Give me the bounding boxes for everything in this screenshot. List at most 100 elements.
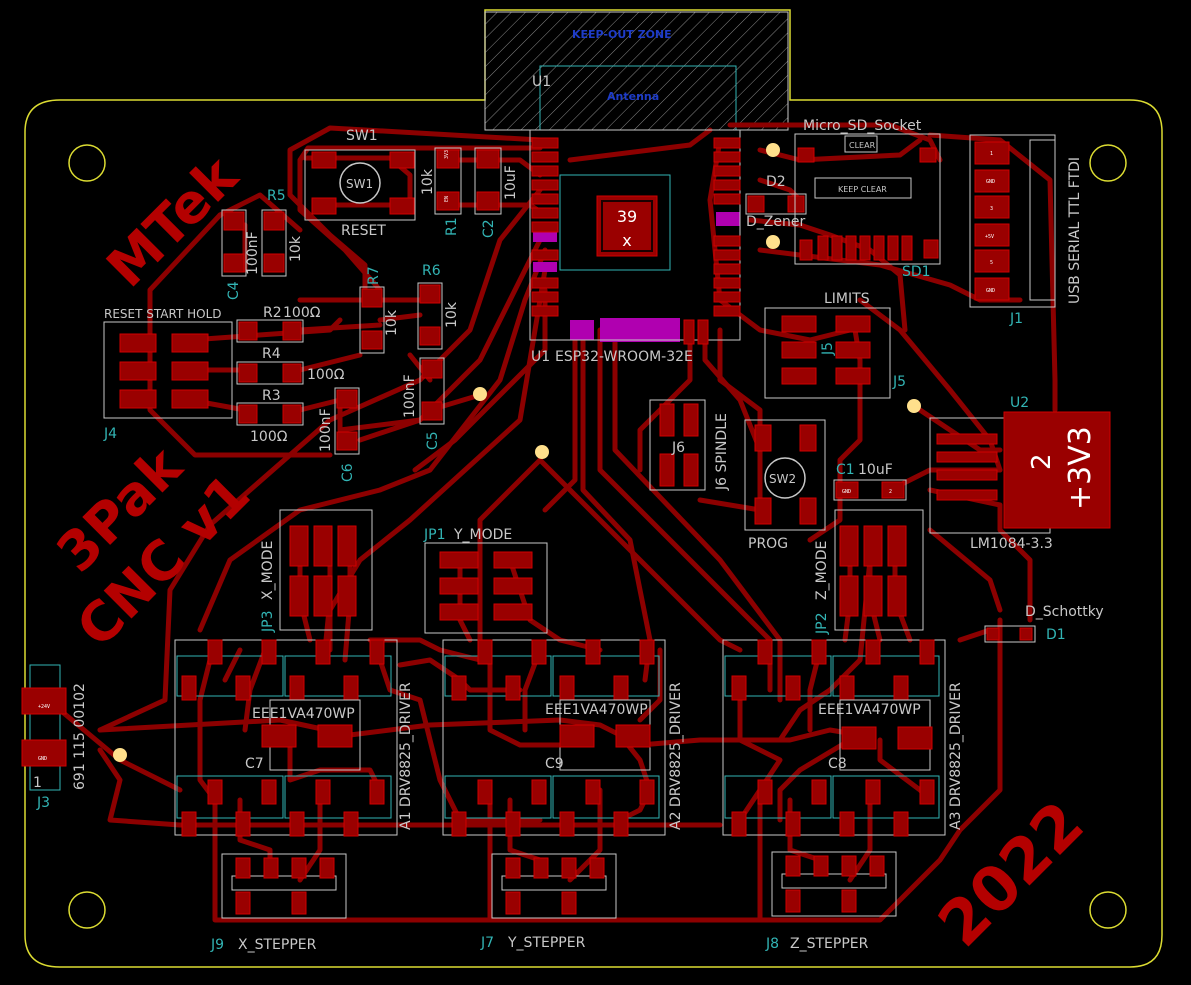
jp2-value: Z_MODE <box>814 541 830 600</box>
c1-pin-2: 2 <box>889 489 892 495</box>
c8-ref: C8 <box>828 756 847 772</box>
j1-pin-3: 3 <box>990 206 993 212</box>
j5-limits-connector: LIMITS J5 J5 <box>764 291 906 399</box>
r6-value: 10k <box>444 301 460 328</box>
c6-c5-group: 100nF C6 100nF C5 <box>318 357 445 482</box>
j7-ref: J7 <box>480 935 494 951</box>
j5-inner: J5 <box>820 342 836 356</box>
sd-clear: CLEAR <box>849 141 876 150</box>
d2-ref: D2 <box>766 174 786 190</box>
jp3-value: X_MODE <box>260 541 276 600</box>
a2-label: A2 DRV8825_DRIVER <box>668 682 684 830</box>
r4-value: 100Ω <box>307 367 345 383</box>
driver-a1-x: EEE1VA470WP C7 A1 DRV8825_DRIVER <box>174 639 414 837</box>
c1-capacitor: GND 2 C1 10uF <box>833 462 907 501</box>
sd-keep-clear: KEEP CLEAR <box>838 185 887 194</box>
c2-value: 10uF <box>503 165 519 200</box>
sd1-ref: SD1 <box>902 264 931 280</box>
driver-a2-y: EEE1VA470WP C9 A2 DRV8825_DRIVER <box>442 639 684 837</box>
prog-label: PROG <box>748 536 788 552</box>
r4-ref: R4 <box>262 346 281 362</box>
j1-value: USB SERIAL TTL FTDI <box>1067 157 1083 304</box>
j3-power-connector: +24V GND 1 691 115 00102 J3 <box>21 664 88 811</box>
jp3-ref: JP3 <box>260 611 276 633</box>
jp1-y-mode-jumper: JP1 Y_MODE <box>423 527 548 634</box>
j4-ref: J4 <box>103 426 117 442</box>
j6-value: J6 SPINDLE <box>714 413 730 491</box>
j1-ref: J1 <box>1009 311 1023 327</box>
j3-one: 1 <box>33 775 42 791</box>
j8-ref: J8 <box>765 936 779 952</box>
antenna-label: Antenna <box>607 90 659 103</box>
mounting-hole-bl <box>68 891 106 929</box>
r7-r6-group: 10k R7 10k R6 <box>359 263 460 354</box>
c5-value: 100nF <box>402 374 418 418</box>
j1-pin-5: 5 <box>990 260 993 266</box>
r1-pin-1: 3V3 <box>444 150 450 159</box>
u2-value: LM1084-3.3 <box>970 536 1053 552</box>
c4-ref: C4 <box>226 281 242 300</box>
j3-value: 691 115 00102 <box>72 683 88 790</box>
j9-value: X_STEPPER <box>238 937 317 953</box>
driver-a3-z: EEE1VA470WP C8 A3 DRV8825_DRIVER <box>722 639 964 837</box>
jp2-ref: JP2 <box>814 613 830 635</box>
a1-label: A1 DRV8825_DRIVER <box>398 682 414 830</box>
c1-pin-1: GND <box>842 489 851 495</box>
c7-ref: C7 <box>245 756 264 772</box>
sw1-inner: SW1 <box>346 177 373 191</box>
c4-r5-group: 100nF C4 10k R5 <box>221 188 304 300</box>
r1-ref: R1 <box>444 217 460 236</box>
r6-ref: R6 <box>422 263 441 279</box>
j3-pin1: GND <box>38 756 47 762</box>
j1-pin-1: 1 <box>990 151 993 157</box>
c8-value: EEE1VA470WP <box>818 702 921 718</box>
j8-value: Z_STEPPER <box>790 936 869 952</box>
c1-value: 10uF <box>858 462 893 478</box>
module-label-x: x <box>622 231 631 250</box>
d1-ref: D1 <box>1046 627 1066 643</box>
j4-silk: RESET START HOLD <box>104 307 222 321</box>
d1-schottky: D_Schottky D1 <box>984 604 1104 643</box>
d2-zener: D2 D_Zener <box>745 174 807 230</box>
u2-big2: +3V3 <box>1063 426 1098 510</box>
r1-pin-2: EN <box>444 196 450 202</box>
r7-value: 10k <box>384 309 400 336</box>
reset-label: RESET <box>341 223 386 239</box>
sw1-reset-switch: SW1 SW1 RESET <box>304 128 416 239</box>
c6-ref: C6 <box>340 463 356 482</box>
mounting-hole-tl <box>68 144 106 182</box>
r2-r4-r3-group: R2 100Ω R4 100Ω R3 100Ω <box>236 305 345 445</box>
u1-value: ESP32-WROOM-32E <box>555 349 693 365</box>
j7-y-stepper: J7 Y_STEPPER <box>480 853 617 951</box>
esp32-module-u1: 39 x <box>529 129 741 365</box>
jp3-x-mode-jumper: X_MODE JP3 <box>260 509 373 633</box>
board-outline <box>24 9 1163 968</box>
antenna-keepout: KEEP-OUT ZONE Antenna U1 <box>484 11 789 131</box>
a3-label: A3 DRV8825_DRIVER <box>948 682 964 830</box>
c1-ref: C1 <box>836 462 855 478</box>
j4-connector: RESET START HOLD J4 <box>103 307 233 442</box>
c7-value: EEE1VA470WP <box>252 706 355 722</box>
j1-pin-6: GND <box>986 288 995 294</box>
d1-value: D_Schottky <box>1025 604 1104 620</box>
j9-x-stepper: J9 X_STEPPER <box>210 853 347 953</box>
r5-ref: R5 <box>267 188 286 204</box>
c2-ref: C2 <box>481 219 497 238</box>
jp1-value: Y_MODE <box>453 527 512 543</box>
micro-sd-socket: Micro_SD_Socket CLEAR KEEP CLEAR SD1 <box>794 118 941 280</box>
c5-ref: C5 <box>425 431 441 450</box>
r3-value: 100Ω <box>250 429 288 445</box>
d2-value: D_Zener <box>746 214 805 230</box>
c9-value: EEE1VA470WP <box>545 702 648 718</box>
j1-usb-serial: 1 GND 3 +5V 5 GND USB SERIAL TTL FTDI J1 <box>969 134 1083 327</box>
j7-value: Y_STEPPER <box>507 935 586 951</box>
c4-value: 100nF <box>245 231 261 275</box>
r2-value: 100Ω <box>283 305 321 321</box>
j8-z-stepper: J8 Z_STEPPER <box>765 851 897 952</box>
j6-inner: J6 <box>671 440 685 456</box>
mounting-hole-tr <box>1089 144 1127 182</box>
keepout-label: KEEP-OUT ZONE <box>572 28 672 41</box>
u2-ref: U2 <box>1010 395 1029 411</box>
j6-spindle-connector: J6 J6 SPINDLE <box>649 399 730 491</box>
